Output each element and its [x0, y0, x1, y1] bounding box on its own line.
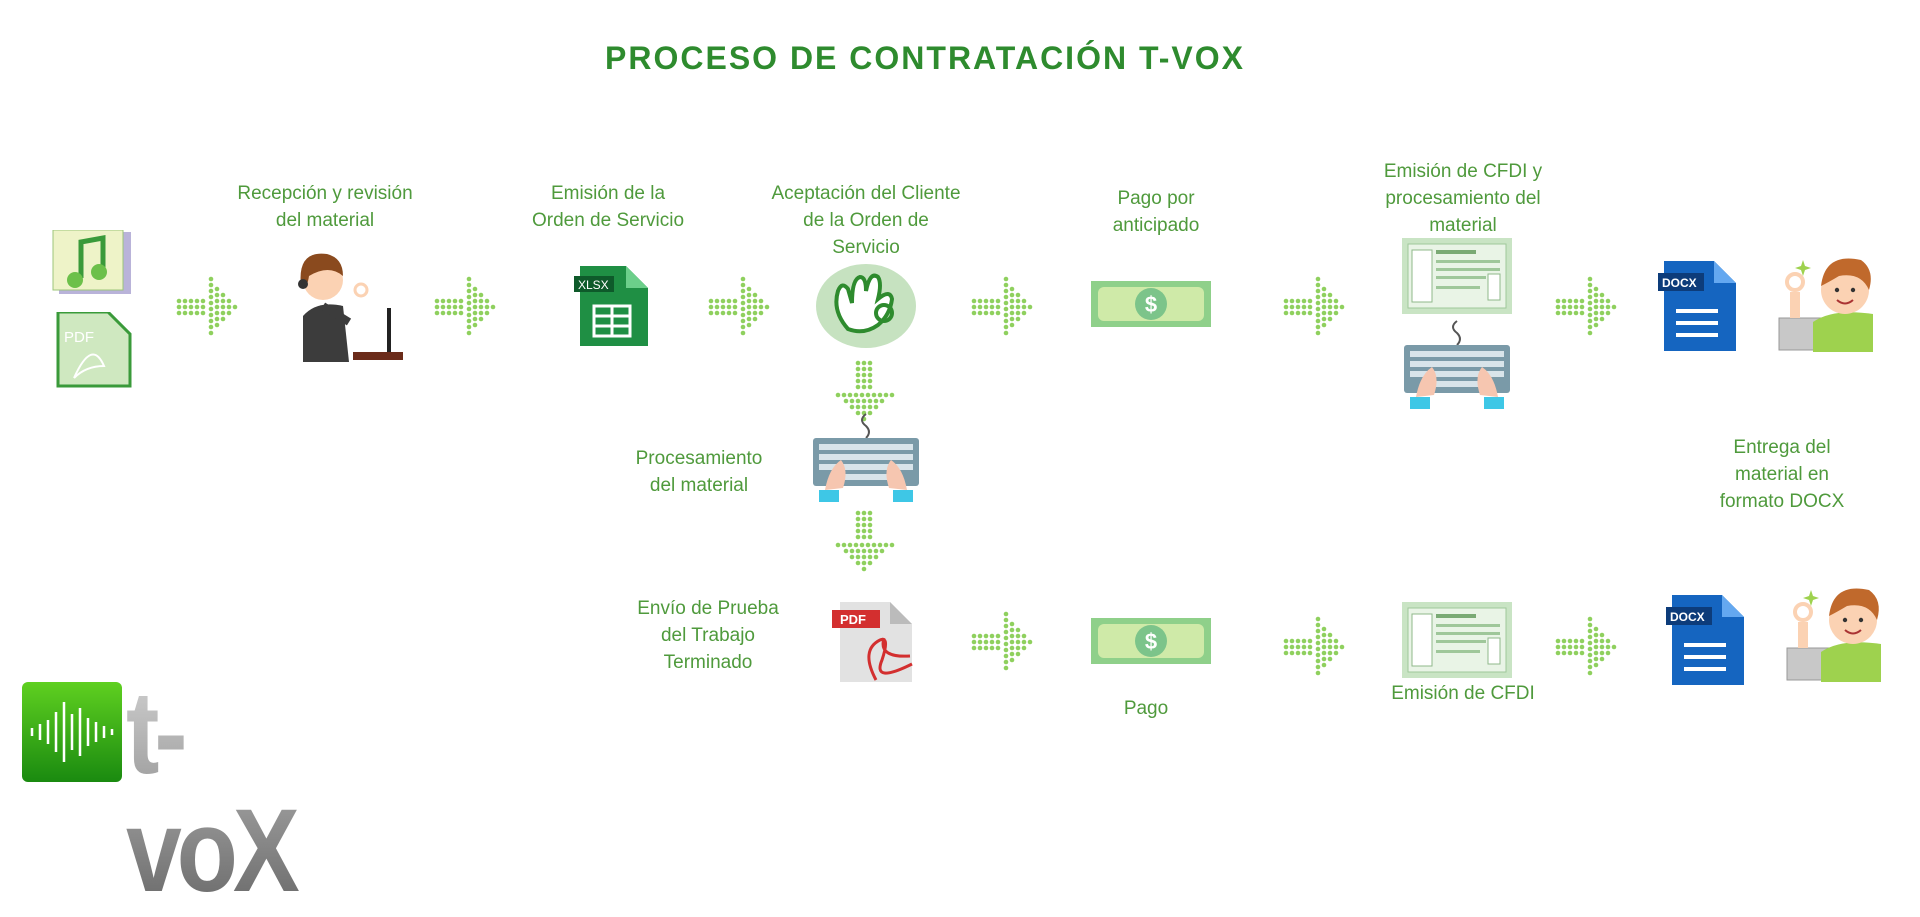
label-emision-cfdi: Emisión de CFDI — [1391, 683, 1535, 704]
label-procesamiento: Procesamiento del material — [636, 445, 763, 499]
label-line: material en — [1735, 464, 1829, 485]
music-file-icon — [52, 230, 131, 294]
ok-hand-icon — [816, 264, 916, 348]
pdf-label: PDF — [64, 329, 94, 346]
arrow-right-icon — [1547, 276, 1625, 338]
tvox-logo: t-voX — [22, 674, 382, 910]
xlsx-label: XLSX — [578, 278, 609, 292]
label-line: del material — [649, 475, 749, 496]
docx-file-icon: DOCX — [1666, 595, 1746, 685]
arrow-right-icon — [1547, 616, 1625, 678]
pdf-document-icon: PDF — [832, 602, 913, 682]
docx-label: DOCX — [1670, 610, 1705, 624]
arrow-right-icon — [1275, 616, 1353, 678]
label-line: del Trabajo — [660, 625, 756, 646]
pdf-label: PDF — [840, 612, 866, 627]
label-line: Servicio — [832, 237, 900, 258]
money-bill-icon — [1091, 618, 1211, 664]
happy-client-icon — [1781, 582, 1891, 682]
docx-label: DOCX — [1662, 276, 1697, 290]
arrow-right-icon — [700, 276, 778, 338]
xlsx-file-icon: XLSX — [574, 266, 648, 346]
cfdi-invoice-icon — [1402, 602, 1512, 678]
label-line: del material — [275, 210, 375, 231]
label-line: procesamiento del — [1385, 188, 1541, 209]
label-line: Entrega del — [1733, 437, 1831, 458]
pdf-file-icon: PDF — [56, 312, 132, 388]
sound-wave-icon — [22, 682, 122, 782]
keyboard-typing-icon — [1402, 319, 1512, 411]
label-emision-cfdi-proc: Emisión de CFDI y procesamiento del mate… — [1384, 158, 1542, 239]
label-line: Procesamiento — [635, 448, 763, 469]
arrow-down-icon — [833, 502, 895, 580]
keyboard-typing-icon — [811, 412, 921, 504]
logo-wordmark: t-voX — [126, 674, 344, 910]
label-line: anticipado — [1112, 215, 1200, 236]
label-line: Envío de Prueba — [637, 598, 779, 619]
label-pago: Pago — [1123, 698, 1169, 719]
docx-file-icon: DOCX — [1658, 261, 1738, 351]
label-entrega: Entrega del material en formato DOCX — [1720, 434, 1845, 515]
diagram-title: PROCESO DE CONTRATACIÓN T-VOX — [605, 40, 1245, 76]
label-aceptacion: Aceptación del Cliente de la Orden de Se… — [771, 180, 960, 261]
arrow-right-icon — [168, 276, 246, 338]
label-line: Emisión de la — [550, 183, 666, 204]
label-line: Emisión de CFDI y — [1383, 161, 1543, 182]
label-line: material — [1429, 215, 1497, 236]
label-line: Aceptación del Cliente — [771, 183, 961, 204]
arrow-right-icon — [963, 276, 1041, 338]
happy-client-icon — [1773, 252, 1883, 352]
arrow-right-icon — [963, 611, 1041, 673]
label-line: de la Orden de — [803, 210, 929, 231]
arrow-right-icon — [426, 276, 504, 338]
label-recepcion: Recepción y revisión del material — [237, 180, 412, 234]
money-bill-icon — [1091, 281, 1211, 327]
label-envio-prueba: Envío de Prueba del Trabajo Terminado — [637, 595, 779, 676]
label-pago-anticipado: Pago por anticipado — [1113, 185, 1200, 239]
label-line: Orden de Servicio — [531, 210, 685, 231]
label-line: Terminado — [663, 652, 753, 673]
label-line: Pago por — [1117, 188, 1195, 209]
label-line: Recepción y revisión — [237, 183, 413, 204]
label-emision-orden: Emisión de la Orden de Servicio — [532, 180, 684, 234]
cfdi-invoice-icon — [1402, 238, 1512, 314]
label-line: formato DOCX — [1719, 491, 1845, 512]
arrow-right-icon — [1275, 276, 1353, 338]
operator-woman-icon — [298, 253, 403, 362]
